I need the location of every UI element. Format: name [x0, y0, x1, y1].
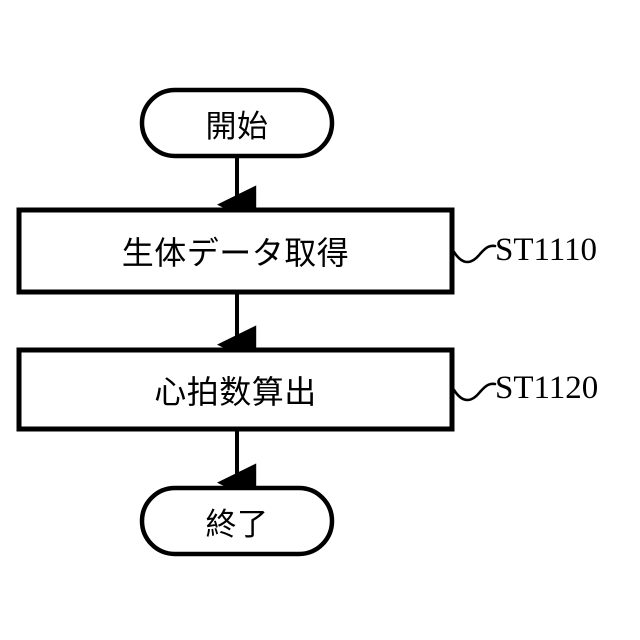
process-box-st1120-label: 心拍数算出 [154, 372, 317, 411]
process-box-st1110-label: 生体データ取得 [121, 234, 350, 272]
leader-line-st1110 [452, 244, 497, 264]
step-ref-st1110: ST1110 [495, 232, 598, 268]
leader-line-st1120 [452, 382, 497, 402]
end-terminator-label: 終了 [205, 506, 269, 543]
process-box-st1110-shape [16, 207, 455, 295]
end-terminator-shape [139, 485, 335, 557]
step-ref-st1120: ST1120 [495, 370, 599, 406]
start-terminator-label: 開始 [205, 108, 269, 145]
process-box-st1120-shape [16, 347, 455, 432]
